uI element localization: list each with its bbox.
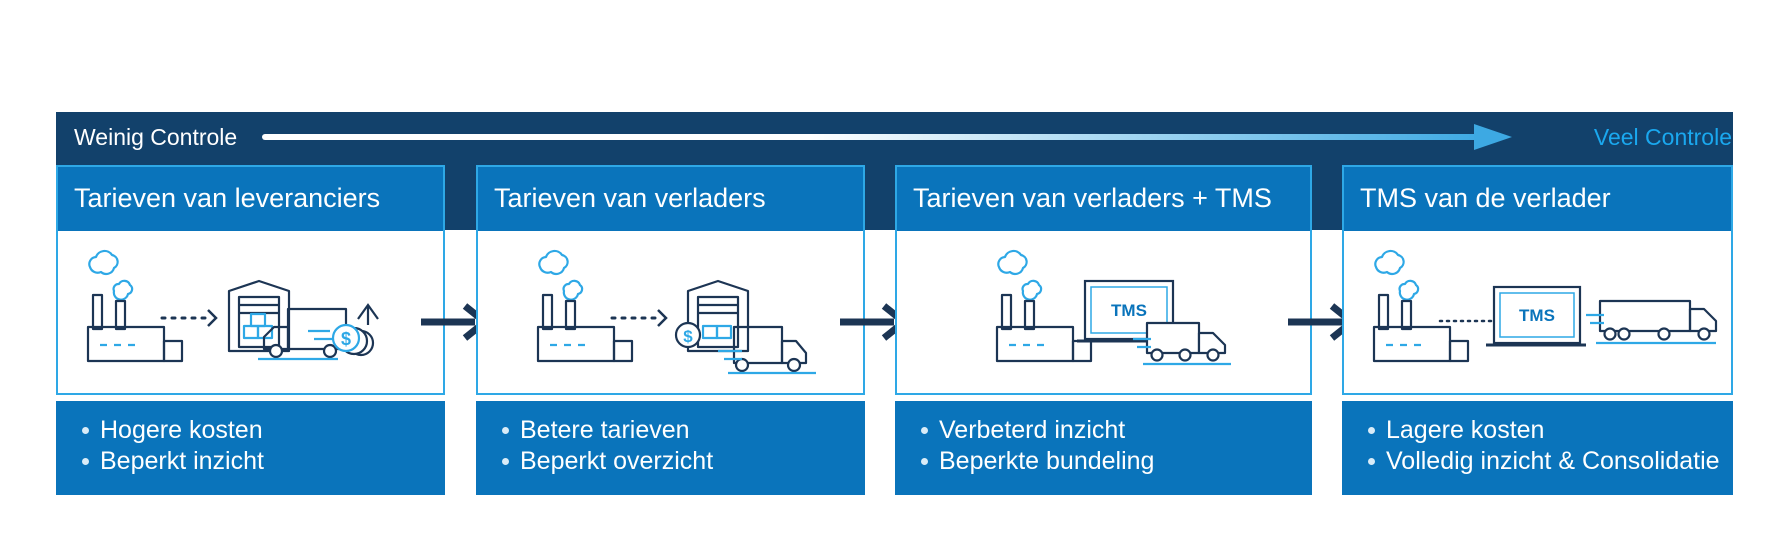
stage-card-shipper-rates: Tarieven van verladers $ [476,165,865,395]
dotted-arrow-icon [160,309,218,327]
factory-icon [995,249,1093,363]
stage-bullets-supplier-rates: Hogere kosten Beperkt inzicht [56,401,445,495]
laptop-icon: TMS [1486,285,1586,347]
bullet-item: Beperkte bundeling [921,446,1312,477]
trailer-truck-icon [1586,299,1718,345]
bullet-item: Beperkt inzicht [82,446,445,477]
stage-title: Tarieven van leveranciers [58,167,443,231]
factory-icon [1372,249,1470,363]
high-control-label: Veel Controle [1593,124,1732,150]
bullet-item: Volledig inzicht & Consolidatie [1368,446,1733,477]
factory-to-warehouse-icon: $ [536,249,816,375]
dollar-sign: $ [683,327,693,346]
coin-icon: $ [674,321,702,349]
dollar-sign: $ [341,329,351,349]
factory-icon [86,249,184,363]
stage-bullets-shipper-rates: Betere tarieven Beperkt overzicht [476,401,865,495]
stage-title: Tarieven van verladers + TMS [897,167,1310,231]
stage-bullets-shipper-tms: Lagere kosten Volledig inzicht & Consoli… [1342,401,1733,495]
dotted-arrow-icon [610,309,668,327]
bullet-item: Beperkt overzicht [502,446,865,477]
stage-card-shipper-tms: TMS van de verlader TMS [1342,165,1733,395]
tms-label: TMS [1111,301,1147,320]
coins-icon: $ [331,303,379,357]
stage-bullets-shipper-rates-tms: Verbeterd inzicht Beperkte bundeling [895,401,1312,495]
bullet-item: Verbeterd inzicht [921,415,1312,446]
control-scale-arrow [262,124,1512,150]
stage-title: Tarieven van verladers [478,167,863,231]
factory-icon [536,249,634,363]
low-control-label: Weinig Controle [74,124,238,150]
tms-label: TMS [1519,306,1555,325]
stage-card-supplier-rates: Tarieven van leveranciers [56,165,445,395]
factory-tms-truck-icon: TMS [995,249,1231,366]
bullet-item: Hogere kosten [82,415,445,446]
warehouse-icon [227,279,291,353]
factory-to-warehouse-cost-icon: $ [86,249,379,363]
bullet-item: Lagere kosten [1368,415,1733,446]
factory-tms-trailer-icon: TMS [1372,249,1718,363]
delivery-truck-icon [1133,321,1231,366]
bullet-item: Betere tarieven [502,415,865,446]
stage-card-shipper-rates-tms: Tarieven van verladers + TMS TMS [895,165,1312,395]
stage-title: TMS van de verlader [1344,167,1731,231]
delivery-truck-icon [718,325,816,375]
delivery-truck-icon [258,307,348,361]
